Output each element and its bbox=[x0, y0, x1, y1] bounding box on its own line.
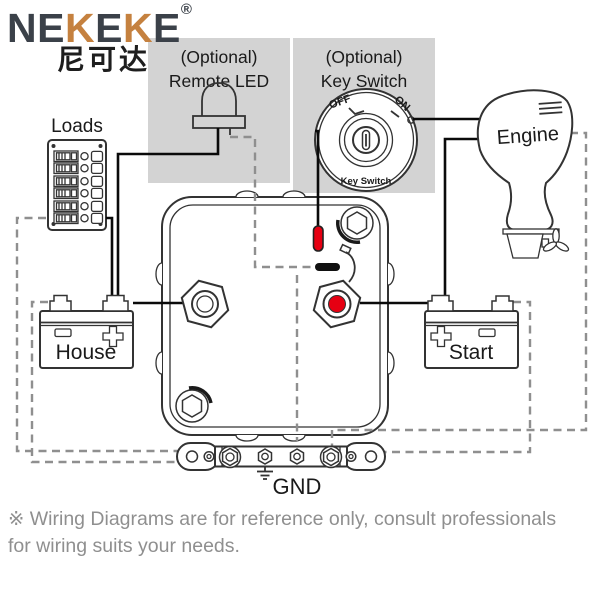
key-switch-title-1: (Optional) bbox=[326, 47, 403, 67]
disclaimer-note: ※ Wiring Diagrams are for reference only… bbox=[8, 508, 557, 557]
dashed-wires bbox=[15, 131, 588, 464]
dashed-wire-loads-gnd bbox=[15, 216, 179, 453]
engine-label: Engine bbox=[496, 123, 560, 149]
brand-chinese-name: 尼可达 bbox=[57, 43, 151, 76]
dashed-wire-house-gnd bbox=[30, 300, 179, 464]
solid-wires bbox=[106, 117, 480, 305]
mounting-bolt-icon bbox=[336, 206, 374, 244]
remote-led-title-1: (Optional) bbox=[181, 47, 258, 67]
device-wire-clip-icon bbox=[339, 243, 356, 283]
device-status-led bbox=[312, 225, 324, 252]
logo-text-orange: K bbox=[122, 5, 154, 51]
engine-vents-icon bbox=[538, 101, 563, 115]
wire-led-house bbox=[116, 128, 220, 298]
dial-name-label: Key Switch bbox=[341, 176, 392, 187]
breaker-row bbox=[53, 200, 104, 213]
breaker-row bbox=[53, 212, 104, 225]
ground-bus-bar: GND bbox=[176, 442, 386, 499]
wire-loads-house bbox=[106, 216, 114, 298]
breaker-row bbox=[53, 187, 104, 200]
mounting-bolt-icon bbox=[175, 385, 213, 423]
logo-text-dark: E bbox=[95, 5, 123, 51]
battery-posts bbox=[49, 294, 514, 312]
gnd-label: GND bbox=[273, 474, 322, 499]
ground-symbol-icon bbox=[257, 467, 273, 480]
logo-text-dark: NE bbox=[7, 5, 65, 51]
brand-logo: NEKEKE® bbox=[7, 2, 192, 49]
house-label: House bbox=[56, 341, 117, 364]
wire-keyswitch-device bbox=[315, 129, 320, 226]
registered-mark: ® bbox=[180, 1, 193, 18]
propeller-icon bbox=[542, 228, 570, 252]
start-label: Start bbox=[449, 341, 494, 364]
device-left-terminal bbox=[180, 279, 230, 329]
dashed-wire-engine-gnd bbox=[330, 131, 588, 446]
plus-terminal-icon bbox=[430, 325, 452, 348]
remote-led-box-bg bbox=[148, 38, 290, 183]
device-connector-slot bbox=[315, 263, 340, 271]
engine-figure: Engine bbox=[476, 89, 574, 259]
battery-isolator-device bbox=[155, 190, 395, 442]
minus-terminal-icon bbox=[54, 328, 72, 338]
breaker-row bbox=[53, 175, 104, 188]
battery-house: House bbox=[39, 310, 134, 369]
minus-terminal-icon bbox=[478, 328, 496, 338]
device-right-terminal bbox=[312, 279, 362, 329]
loads-panel: Loads bbox=[47, 116, 107, 231]
key-switch-title-2: Key Switch bbox=[321, 71, 408, 91]
breaker-row bbox=[53, 162, 104, 175]
remote-led-box: (Optional) Remote LED bbox=[148, 38, 290, 183]
key-switch-dial-icon: OFF ON Key Switch bbox=[314, 88, 418, 192]
plus-terminal-icon bbox=[102, 325, 124, 348]
loads-label: Loads bbox=[51, 116, 103, 137]
breaker-row bbox=[53, 150, 104, 163]
logo-text-orange: K bbox=[64, 5, 96, 51]
battery-start: Start bbox=[424, 310, 519, 369]
key-switch-box: (Optional) Key Switch OFF ON Key Switch bbox=[293, 38, 435, 193]
device-terminals bbox=[180, 225, 362, 329]
wire-engine-start bbox=[443, 137, 480, 297]
logo-text-dark: E bbox=[153, 5, 181, 51]
remote-led-title-2: Remote LED bbox=[169, 71, 269, 91]
